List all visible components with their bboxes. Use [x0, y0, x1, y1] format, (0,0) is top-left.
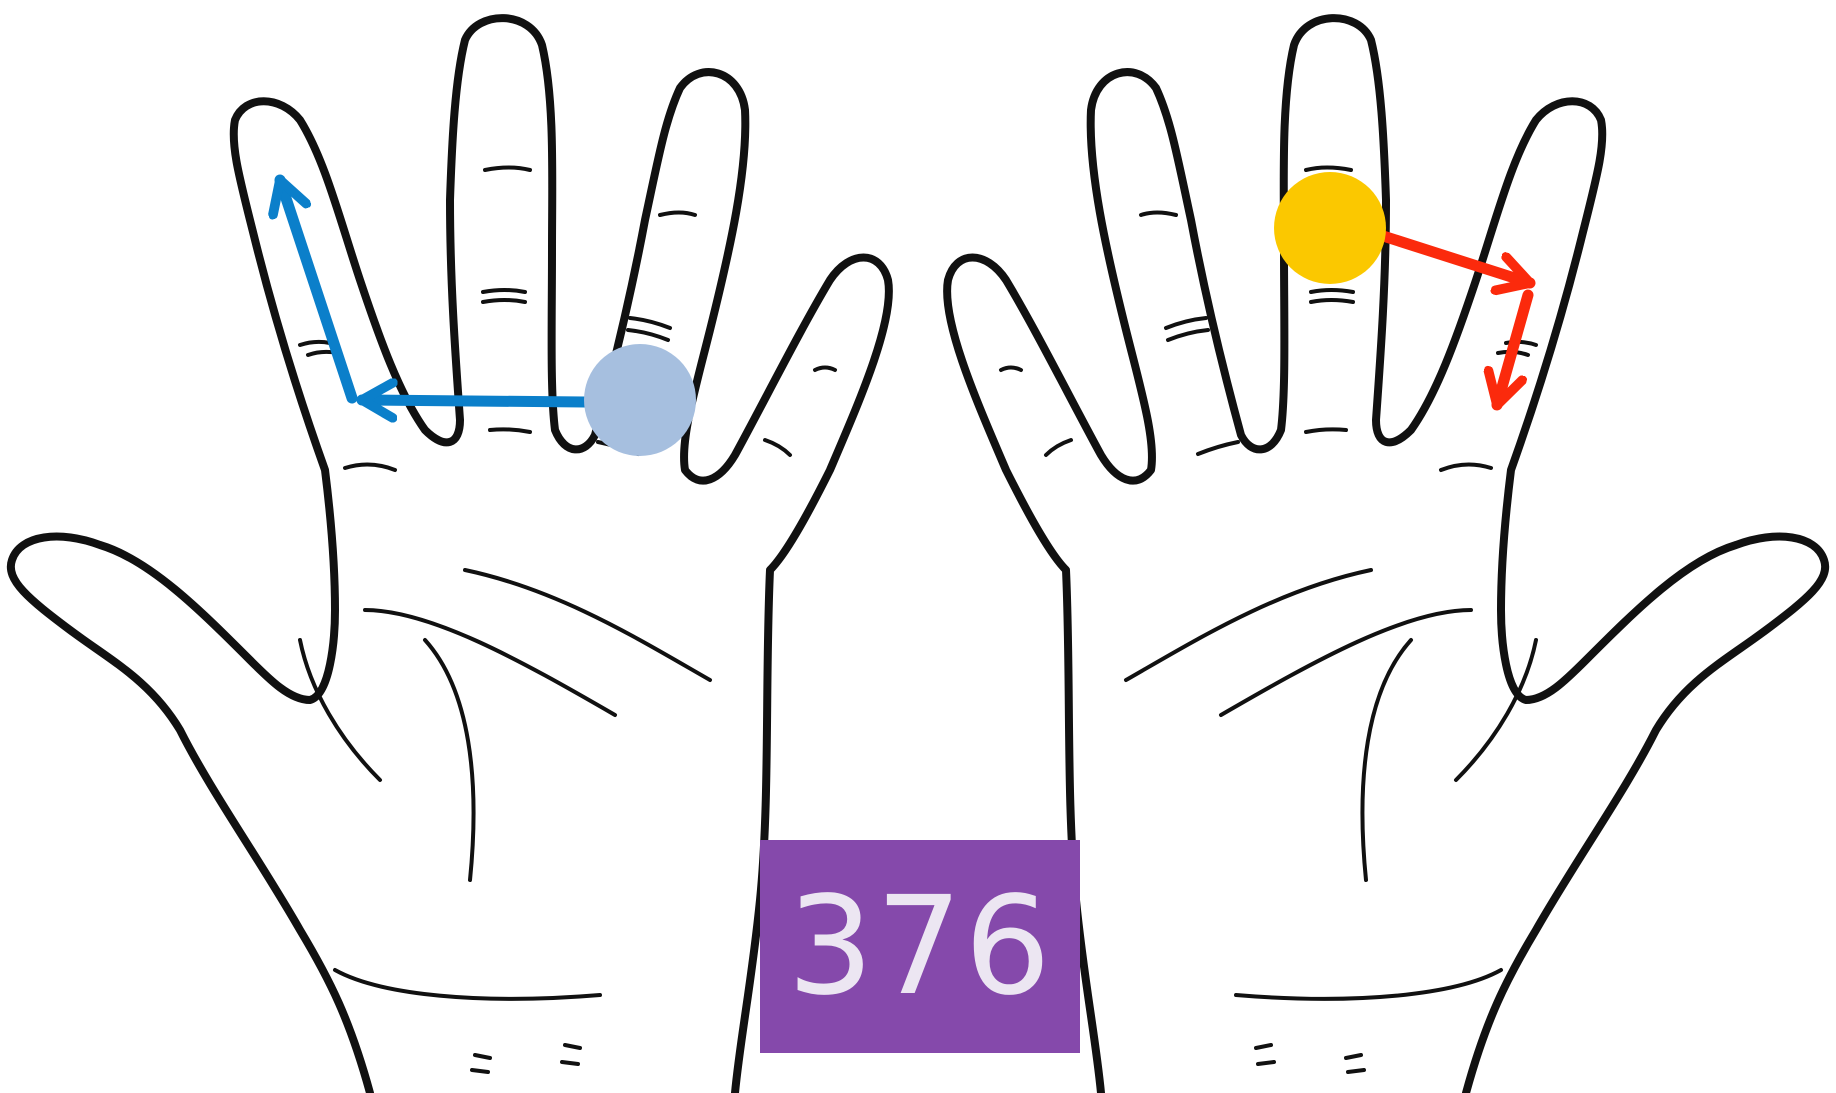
number-box: 376 [760, 840, 1080, 1053]
left-arrow-to-index [362, 400, 585, 402]
right-arrow-down-index [1497, 295, 1528, 405]
right-start-dot [1274, 172, 1386, 284]
left-hand-arrows [280, 180, 585, 402]
right-hand-arrows [1380, 235, 1530, 405]
left-start-dot [584, 344, 696, 456]
number-label: 376 [787, 868, 1053, 1026]
left-hand-drawing [11, 18, 889, 1093]
left-hand-outline [11, 18, 889, 1093]
right-arrow-to-index [1380, 235, 1530, 283]
